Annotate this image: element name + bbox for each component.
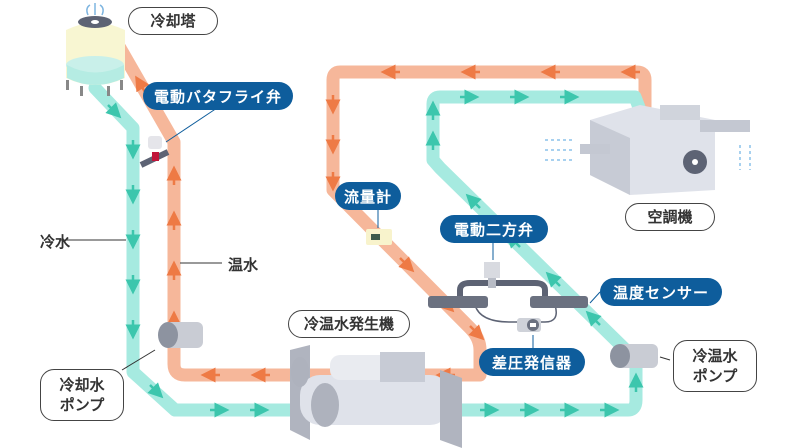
leader-line	[165, 107, 218, 143]
hot-water-label: 温水	[228, 256, 259, 274]
chiller-label: 冷温水発生機	[288, 310, 410, 338]
label-line: ポンプ	[692, 367, 738, 385]
label-line: 冷温水	[692, 347, 738, 365]
flow-meter-label: 流量計	[335, 182, 401, 210]
label-line: ポンプ	[59, 396, 105, 414]
two-way-valve-icon	[428, 262, 588, 323]
butterfly-valve-label: 電動バタフライ弁	[143, 82, 293, 110]
cooling-water-pump-icon	[158, 322, 203, 348]
leader-line	[589, 291, 601, 304]
leader-line	[659, 356, 671, 361]
diff-pressure-label: 差圧発信器	[479, 348, 585, 376]
leader-line	[121, 349, 156, 371]
temperature-sensor-label: 温度センサー	[600, 278, 722, 306]
label-line: 冷却水	[59, 376, 105, 394]
cooling-water-pump-label: 冷却水 ポンプ	[40, 369, 124, 421]
flow-meter-icon	[366, 229, 392, 245]
air-handler-label: 空調機	[625, 203, 715, 231]
chilled-water-pump-icon	[610, 344, 658, 368]
warm-water-pipe	[113, 41, 652, 382]
cold-water-label: 冷水	[40, 233, 71, 251]
butterfly-valve-icon	[139, 136, 170, 168]
two-way-valve-label: 電動二方弁	[440, 215, 548, 243]
air-handler-icon	[545, 105, 751, 195]
chiller-icon	[290, 345, 462, 448]
cooling-tower-label: 冷却塔	[128, 7, 218, 35]
cooling-tower-icon	[66, 3, 125, 96]
diff-pressure-transmitter-icon	[517, 318, 541, 332]
chilled-water-pump-label: 冷温水 ポンプ	[673, 340, 757, 392]
